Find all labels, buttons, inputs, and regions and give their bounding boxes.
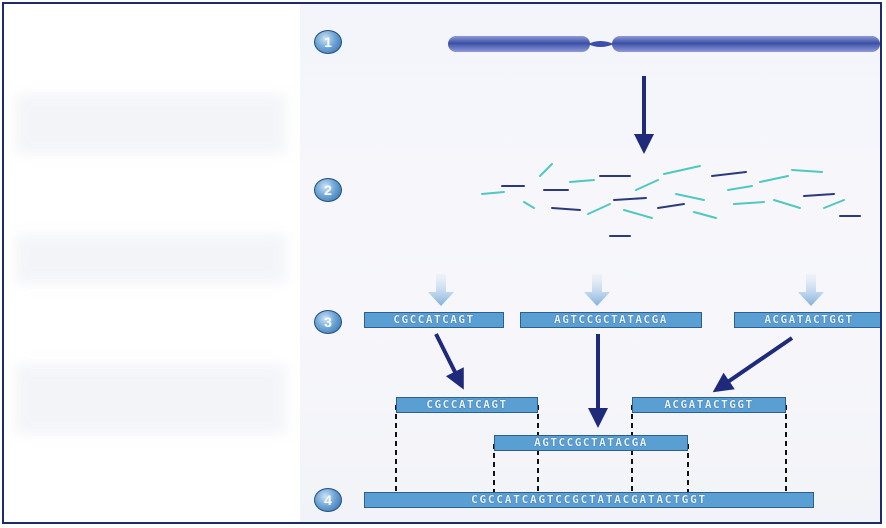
assembled-sequence: CGCCATCAGTCCGCTATACGATACTGGT (364, 492, 814, 508)
diagram-graphics (395, 36, 880, 492)
arrow-diagonal-icon (712, 336, 794, 393)
step-1-badge: 1 (314, 30, 342, 54)
aligned-fragment: AGTCCGCTATACGA (494, 435, 688, 451)
faint-smudge (16, 94, 286, 154)
step-4-badge: 4 (314, 488, 342, 512)
fragment-sequence: ACGATACTGGT (734, 312, 880, 328)
fragment-sequence: CGCCATCAGT (364, 312, 504, 328)
blank-left-panel (4, 4, 300, 522)
alignment-guides (395, 405, 787, 492)
shotgun-fragments (481, 163, 861, 237)
chromosome (448, 36, 880, 52)
arrow-diagonal-icon (434, 333, 464, 390)
fade-arrow-icon (428, 274, 824, 306)
faint-smudge (16, 234, 286, 284)
aligned-fragment: ACGATACTGGT (632, 397, 786, 413)
step-2-badge: 2 (314, 178, 342, 202)
aligned-fragment: CGCCATCAGT (396, 397, 538, 413)
fragment-sequence: AGTCCGCTATACGA (520, 312, 702, 328)
step-3-badge: 3 (314, 310, 342, 334)
faint-smudge (16, 364, 286, 434)
